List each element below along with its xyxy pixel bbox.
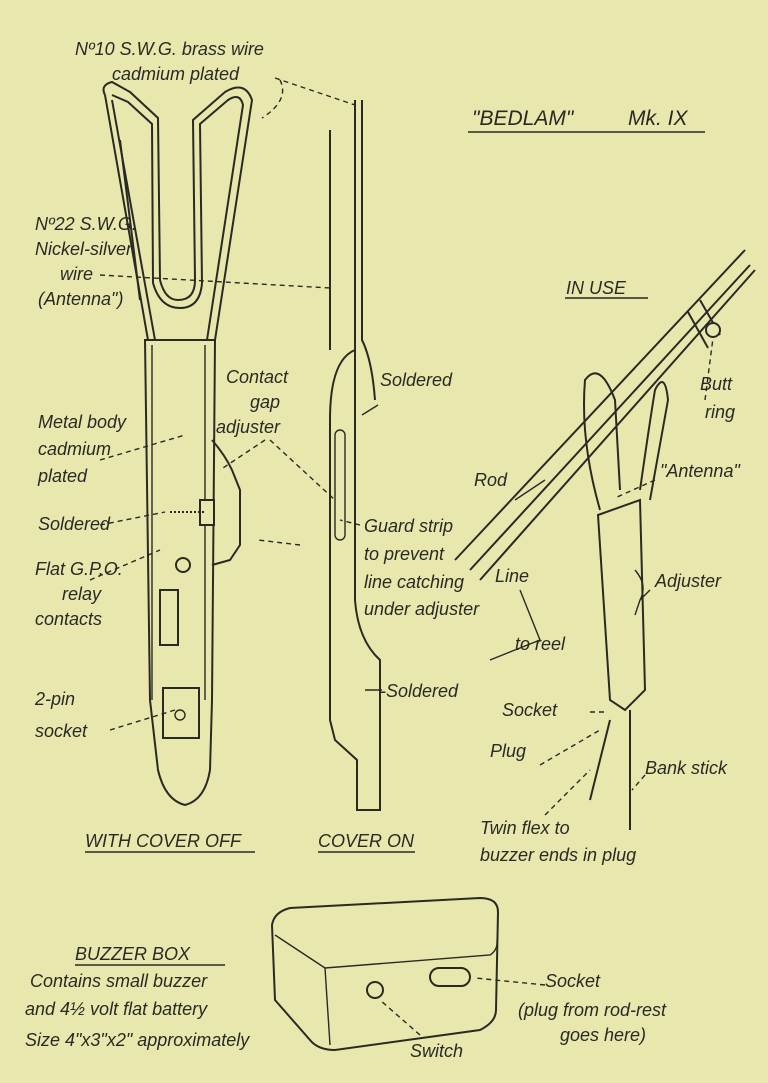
caption-cover-on: COVER ON xyxy=(318,831,415,851)
buzzer-desc-3: Size 4"x3"x2" approximately xyxy=(25,1030,250,1050)
label-socket: socket xyxy=(35,721,88,741)
label-line: Line xyxy=(495,566,529,586)
label-ring: ring xyxy=(705,402,735,422)
label-cadmium-plated: cadmium plated xyxy=(112,64,240,84)
label-twin-flex-plug: buzzer ends in plug xyxy=(480,845,636,865)
buzzer-desc-1: Contains small buzzer xyxy=(30,971,208,991)
label-to-reel: to reel xyxy=(515,634,566,654)
diagram-title: "BEDLAM" xyxy=(472,107,575,130)
caption-in-use: IN USE xyxy=(566,278,627,298)
socket-icon xyxy=(429,967,471,987)
label-guard-under: under adjuster xyxy=(364,599,480,619)
buzzer-box-drawing xyxy=(270,896,500,1052)
label-buzzer-socket-note-2: goes here) xyxy=(560,1025,646,1045)
rod-rest-cover-on-drawing xyxy=(329,100,381,811)
label-socket-in-use: Socket xyxy=(502,700,558,720)
label-nickel-silver: Nickel-silver xyxy=(35,239,133,259)
label-2pin: 2-pin xyxy=(34,689,75,709)
label-gap: gap xyxy=(250,392,280,412)
label-plug: Plug xyxy=(490,741,526,761)
label-adjuster: adjuster xyxy=(216,417,281,437)
label-guard-strip: Guard strip xyxy=(364,516,453,536)
label-adjuster-in-use: Adjuster xyxy=(654,571,722,591)
label-buzzer-socket-note-1: (plug from rod-rest xyxy=(518,1000,667,1020)
label-butt: Butt xyxy=(700,374,733,394)
label-contact: Contact xyxy=(226,367,289,387)
label-nickel-antenna: (Antenna") xyxy=(38,289,123,309)
label-switch: Switch xyxy=(410,1041,463,1061)
label-metal-cadmium: cadmium xyxy=(38,439,111,459)
leader-lines xyxy=(75,77,714,1036)
label-metal-body: Metal body xyxy=(38,412,127,432)
label-relay-flat: Flat G.P.O. xyxy=(35,559,123,579)
label-buzzer-socket: Socket xyxy=(545,971,601,991)
label-guard-prevent: to prevent xyxy=(364,544,445,564)
label-relay-contacts: contacts xyxy=(35,609,102,629)
label-soldered-top: Soldered xyxy=(380,370,453,390)
buzzer-desc-2: and 4½ volt flat battery xyxy=(25,999,208,1019)
in-use-drawing xyxy=(454,249,756,830)
label-nickel-wire: wire xyxy=(60,264,93,284)
caption-buzzer-box: BUZZER BOX xyxy=(75,944,191,964)
label-twin-flex: Twin flex to xyxy=(480,818,570,838)
switch-icon xyxy=(366,981,384,999)
caption-with-cover-off: WITH COVER OFF xyxy=(85,831,242,851)
label-brass-wire: Nº10 S.W.G. brass wire xyxy=(75,39,264,59)
label-bank-stick: Bank stick xyxy=(645,758,728,778)
label-guard-line: line catching xyxy=(364,572,464,592)
rod-rest-cover-off-drawing xyxy=(102,80,254,807)
label-soldered-bottom: -Soldered xyxy=(380,681,459,701)
diagram-mark: Mk. IX xyxy=(628,107,688,130)
label-antenna: "Antenna" xyxy=(660,461,741,481)
label-metal-plated: plated xyxy=(37,466,88,486)
label-soldered-left: Soldered xyxy=(38,514,111,534)
label-nickel-gauge: Nº22 S.W.G. xyxy=(35,214,137,234)
label-rod: Rod xyxy=(474,470,508,490)
label-relay: relay xyxy=(62,584,102,604)
